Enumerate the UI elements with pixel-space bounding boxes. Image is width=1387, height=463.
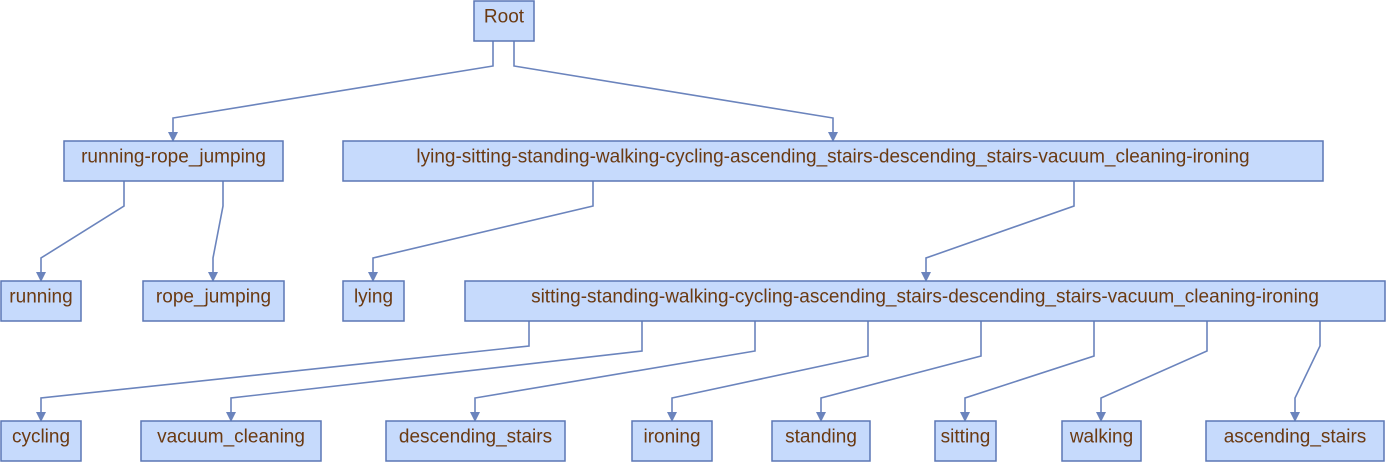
edge-sitting-group-to-ironing [667, 321, 869, 422]
node-running: running [0, 280, 82, 322]
node-vacuum-cleaning-label: vacuum_cleaning [157, 427, 305, 448]
edge-sitting-group-to-walking [1096, 321, 1208, 422]
node-ironing: ironing [631, 420, 713, 462]
edge-sitting-group-to-vacuum-cleaning [226, 321, 643, 422]
node-root: Root [473, 0, 535, 42]
edge-root-to-lying-group [513, 41, 838, 142]
node-vacuum-cleaning: vacuum_cleaning [140, 420, 322, 462]
edge-running-rope-jumping-to-running [36, 181, 125, 282]
edge-lying-group-to-sitting-group [921, 181, 1075, 282]
node-sitting-label: sitting [941, 427, 991, 448]
node-cycling-label: cycling [12, 427, 70, 448]
node-ascending-stairs: ascending_stairs [1205, 420, 1385, 462]
edge-running-rope-jumping-to-rope-jumping [208, 181, 224, 282]
edge-sitting-group-to-standing [816, 321, 982, 422]
node-walking-label: walking [1069, 427, 1133, 448]
node-standing: standing [771, 420, 871, 462]
node-sitting-group: sitting-standing-walking-cycling-ascendi… [464, 280, 1386, 322]
node-rope-jumping: rope_jumping [142, 280, 285, 322]
node-cycling: cycling [0, 420, 82, 462]
node-lying-group-label: lying-sitting-standing-walking-cycling-a… [416, 147, 1249, 168]
edge-sitting-group-to-sitting [960, 321, 1095, 422]
node-descending-stairs: descending_stairs [385, 420, 566, 462]
node-lying-group: lying-sitting-standing-walking-cycling-a… [342, 140, 1324, 182]
node-walking: walking [1061, 420, 1142, 462]
edge-sitting-group-to-descending-stairs [470, 321, 756, 422]
node-sitting-group-label: sitting-standing-walking-cycling-ascendi… [531, 287, 1319, 308]
node-running-rope-jumping-label: running-rope_jumping [81, 147, 266, 168]
node-lying: lying [342, 280, 405, 322]
edges-layer [36, 41, 1321, 422]
edge-sitting-group-to-ascending-stairs [1290, 321, 1321, 422]
node-rope-jumping-label: rope_jumping [156, 287, 271, 308]
edge-sitting-group-to-cycling [36, 321, 530, 422]
node-running-rope-jumping: running-rope_jumping [63, 140, 284, 182]
node-standing-label: standing [785, 427, 857, 448]
node-running-label: running [9, 287, 72, 308]
node-lying-label: lying [354, 287, 393, 308]
edge-lying-group-to-lying [368, 181, 594, 282]
node-root-label: Root [484, 7, 525, 28]
node-ironing-label: ironing [643, 427, 700, 448]
node-ascending-stairs-label: ascending_stairs [1224, 427, 1367, 448]
node-descending-stairs-label: descending_stairs [399, 427, 552, 448]
node-sitting: sitting [934, 420, 997, 462]
edge-root-to-running-rope-jumping [168, 41, 494, 142]
